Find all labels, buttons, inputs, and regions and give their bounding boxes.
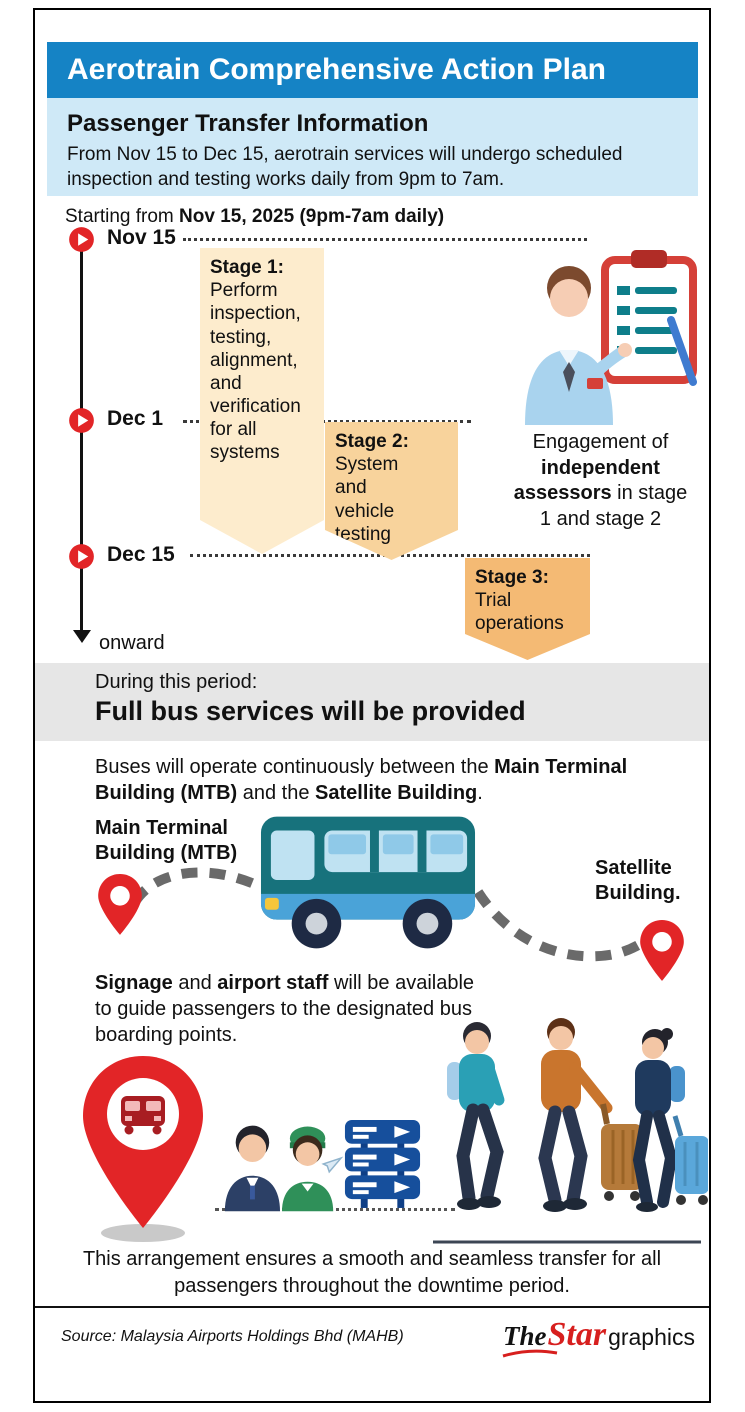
- bus-icon: [259, 806, 477, 961]
- satellite-label: Satellite Building.: [595, 857, 681, 904]
- stage3-text: Trial operations: [475, 590, 564, 635]
- infographic-frame: Aerotrain Comprehensive Action Plan Pass…: [33, 8, 711, 1403]
- onward-label: onward: [99, 632, 165, 654]
- bus-stop-pin-icon: [63, 1050, 223, 1250]
- stage3-label: Stage 3:: [475, 567, 549, 588]
- mtb-map-pin-icon: [97, 874, 143, 941]
- logo-graphics: graphics: [608, 1324, 695, 1350]
- intro-title: Passenger Transfer Information: [67, 110, 429, 137]
- play-icon: [68, 543, 95, 570]
- mtb-label: Main Terminal Building (MTB): [95, 817, 238, 864]
- stage2-text: System and vehicle testing: [335, 454, 399, 545]
- assessors-caption: Engagement of independent assessors in s…: [513, 431, 688, 530]
- timeline-axis: [80, 240, 83, 632]
- stage2-label: Stage 2:: [335, 431, 409, 452]
- ground-dotted-line: [215, 1208, 455, 1211]
- date-dec15: Dec 15: [107, 543, 175, 566]
- page-title: Aerotrain Comprehensive Action Plan: [47, 42, 698, 98]
- logo-the: The: [502, 1321, 558, 1358]
- satellite-map-pin-icon: [639, 920, 685, 987]
- passengers-icon: [423, 1016, 709, 1259]
- period-label: During this period:: [95, 671, 258, 693]
- stage1-banner: Stage 1: Perform inspection, testing, al…: [200, 248, 324, 554]
- date-dec1: Dec 1: [107, 407, 164, 430]
- bus-headline: Full bus services will be provided: [95, 696, 526, 726]
- closing-paragraph: This arrangement ensures a smooth and se…: [82, 1248, 662, 1297]
- play-icon: [68, 226, 95, 253]
- dotted-line-nov15: [183, 238, 587, 241]
- source-credit: Source: Malaysia Airports Holdings Bhd (…: [61, 1328, 404, 1345]
- intro-panel: Passenger Transfer Information From Nov …: [47, 98, 698, 196]
- bus-route-dashes: [130, 867, 652, 962]
- stage1-text: Perform inspection, testing, alignment, …: [210, 280, 301, 464]
- inspector-illustration-icon: [513, 250, 703, 430]
- timeline-end-arrow-icon: [73, 630, 91, 643]
- timeline-start-caption: Starting from Nov 15, 2025 (9pm-7am dail…: [65, 206, 445, 227]
- logo-swoosh-icon: [502, 1349, 558, 1358]
- stage3-banner: Stage 3: Trial operations: [465, 558, 590, 660]
- signage-paragraph: Signage and airport staff will be availa…: [95, 972, 475, 1046]
- date-nov15: Nov 15: [107, 226, 176, 249]
- period-band: [35, 663, 709, 741]
- play-icon: [68, 407, 95, 434]
- stage1-label: Stage 1:: [210, 257, 284, 278]
- departure-board-icon: [341, 1116, 425, 1215]
- intro-body: From Nov 15 to Dec 15, aerotrain service…: [67, 144, 623, 190]
- stage2-banner: Stage 2: System and vehicle testing: [325, 422, 458, 560]
- logo-star: Star: [547, 1316, 607, 1353]
- route-paragraph: Buses will operate continuously between …: [95, 756, 628, 805]
- airport-staff-icon: [217, 1112, 345, 1217]
- dotted-line-dec1: [183, 420, 471, 423]
- footer-divider: [35, 1306, 709, 1308]
- star-graphics-logo: The Star graphics: [502, 1316, 695, 1358]
